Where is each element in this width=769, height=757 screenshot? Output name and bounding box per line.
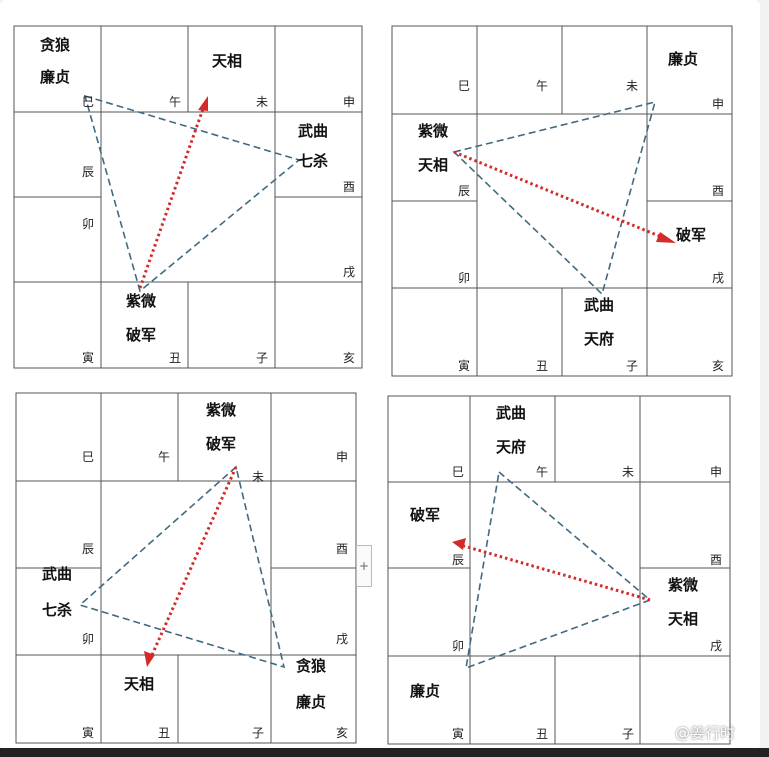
- branch-label: 辰: [452, 553, 465, 567]
- chart-panel-4: 武曲 天府 破军 紫微 天相 廉贞 巳 午 未 申 辰 酉 卯 戌 寅 丑 子: [387, 395, 731, 745]
- branch-label: 辰: [458, 184, 471, 198]
- star-label: 破军: [676, 226, 707, 244]
- branch-label: 戌: [343, 265, 356, 279]
- star-label: 武曲: [42, 565, 73, 583]
- branch-label: 巳: [82, 450, 95, 464]
- triangle-line: [452, 100, 657, 296]
- branch-label: 戌: [336, 632, 349, 646]
- branch-label: 酉: [343, 180, 356, 194]
- chart-panel-3: 紫微 破军 武曲 七杀 天相 贪狼 廉贞 巳 午 未 申 辰 酉 卯 戌 寅 丑…: [15, 392, 357, 744]
- branch-label: 丑: [536, 727, 549, 741]
- arrow-line: [150, 466, 238, 656]
- bottom-bar: [0, 748, 769, 757]
- star-label: 廉贞: [668, 50, 699, 68]
- chart-panel-2: 廉贞 紫微 天相 破军 武曲 天府 巳 午 未 申 辰 酉 卯 戌 寅 丑 子 …: [391, 25, 733, 377]
- arrow-line: [138, 105, 206, 289]
- star-label: 天相: [124, 675, 155, 693]
- star-label: 武曲: [298, 122, 329, 140]
- star-label: 紫微: [206, 401, 237, 419]
- triangle-line: [464, 470, 652, 670]
- branch-label: 辰: [82, 165, 95, 179]
- palace-grid: [387, 395, 731, 745]
- branch-label: 亥: [343, 351, 356, 365]
- branch-label: 午: [536, 79, 549, 93]
- arrow-head: [452, 538, 466, 550]
- palace-grid: [391, 25, 733, 377]
- triangle-line: [83, 94, 301, 293]
- chart-panel-1: 贪狼 廉贞 天相 武曲 七杀 紫微 破军 巳 午 未 申 辰 酉 卯 戌 寅 丑…: [13, 25, 363, 369]
- star-label: 贪狼: [40, 36, 71, 54]
- branch-label: 卯: [458, 271, 471, 285]
- star-label: 贪狼: [296, 657, 327, 675]
- arrow-head: [144, 651, 155, 667]
- arrow-line: [453, 150, 665, 240]
- star-label: 破军: [410, 506, 441, 524]
- star-label: 天府: [496, 438, 527, 456]
- star-label: 天府: [584, 330, 615, 348]
- branch-label: 巳: [452, 465, 465, 479]
- branch-label: 午: [158, 450, 171, 464]
- triangle-line: [78, 465, 286, 669]
- star-label: 天相: [668, 610, 699, 628]
- arrow-head: [656, 232, 676, 243]
- branch-label: 申: [710, 465, 723, 479]
- branch-label: 巳: [82, 95, 95, 109]
- branch-label: 丑: [169, 351, 182, 365]
- star-label: 天相: [418, 156, 449, 174]
- branch-label: 卯: [82, 217, 95, 231]
- star-label: 天相: [212, 52, 243, 70]
- diagram-sheet: [0, 0, 760, 750]
- watermark: @姜行时: [674, 724, 735, 742]
- branch-label: 午: [536, 465, 549, 479]
- branch-label: 申: [343, 95, 356, 109]
- star-label: 廉贞: [410, 682, 441, 700]
- branch-label: 寅: [452, 727, 465, 741]
- branch-label: 申: [712, 97, 725, 111]
- branch-label: 未: [626, 79, 639, 93]
- branch-label: 未: [622, 465, 635, 479]
- branch-label: 寅: [82, 726, 95, 740]
- branch-label: 子: [252, 726, 265, 740]
- branch-label: 子: [626, 359, 639, 373]
- branch-label: 丑: [536, 359, 549, 373]
- zoom-in-button[interactable]: +: [356, 545, 372, 587]
- branch-label: 辰: [82, 542, 95, 556]
- palace-grid: [13, 25, 363, 369]
- branch-label: 亥: [336, 726, 349, 740]
- arrow-line: [463, 544, 651, 602]
- star-label: 廉贞: [40, 68, 71, 86]
- branch-label: 酉: [336, 542, 349, 556]
- star-label: 破军: [206, 435, 237, 453]
- arrow-head: [198, 96, 208, 111]
- star-label: 武曲: [496, 404, 527, 422]
- branch-label: 未: [252, 470, 265, 484]
- star-label: 破军: [126, 326, 157, 344]
- branch-label: 午: [169, 95, 182, 109]
- branch-label: 戌: [710, 639, 723, 653]
- branch-label: 酉: [710, 553, 723, 567]
- star-label: 紫微: [418, 122, 449, 140]
- branch-label: 丑: [158, 726, 171, 740]
- branch-label: 寅: [82, 351, 95, 365]
- branch-label: 子: [622, 727, 635, 741]
- branch-label: 巳: [458, 79, 471, 93]
- branch-label: 申: [336, 450, 349, 464]
- branch-label: 卯: [82, 632, 95, 646]
- star-label: 七杀: [42, 601, 73, 619]
- branch-label: 亥: [712, 359, 725, 373]
- star-label: 廉贞: [296, 693, 327, 711]
- star-label: 紫微: [668, 576, 699, 594]
- branch-label: 未: [256, 95, 269, 109]
- star-label: 紫微: [126, 292, 157, 310]
- branch-label: 子: [256, 351, 269, 365]
- star-label: 七杀: [298, 152, 329, 170]
- star-label: 武曲: [584, 296, 615, 314]
- branch-label: 寅: [458, 359, 471, 373]
- branch-label: 酉: [712, 184, 725, 198]
- branch-label: 戌: [712, 271, 725, 285]
- branch-label: 卯: [452, 639, 465, 653]
